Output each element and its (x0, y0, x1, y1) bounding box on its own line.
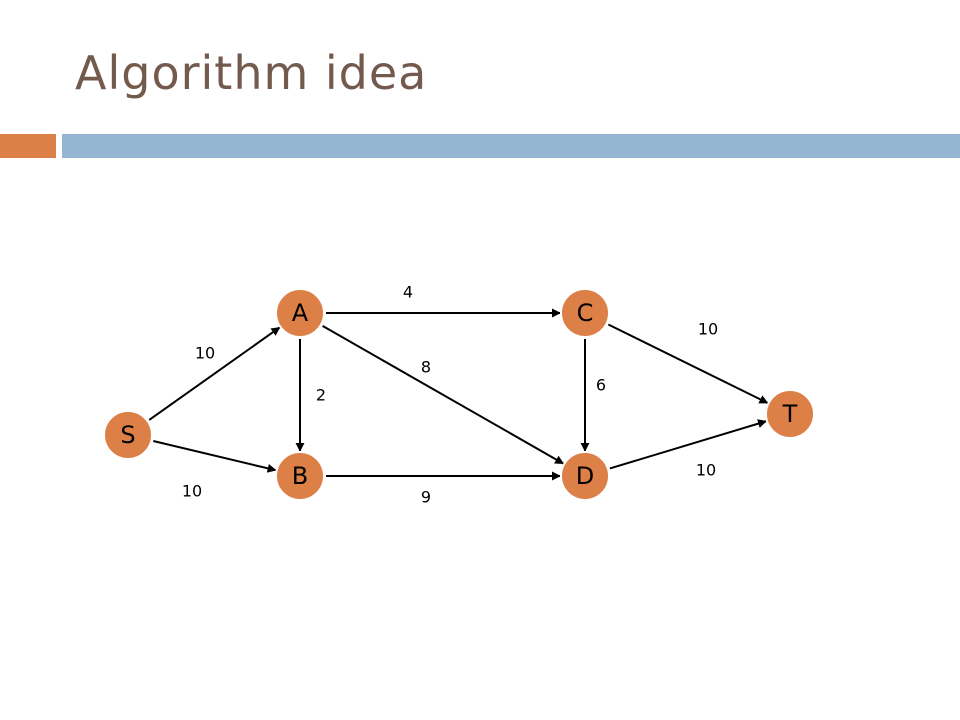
edge-weights-layer: 10 10 2 4 8 9 6 10 10 (182, 283, 718, 507)
node-label: S (120, 421, 135, 449)
edge-weight-a-b: 2 (316, 386, 326, 405)
edge-weight-c-t: 10 (698, 320, 718, 339)
node-label: B (292, 462, 308, 490)
edge-weight-s-b: 10 (182, 482, 202, 501)
edges-layer (148, 308, 769, 481)
node-label: C (577, 299, 594, 327)
node-label: D (576, 462, 594, 490)
accent-bar (0, 134, 56, 158)
edge-weight-d-t: 10 (696, 461, 716, 480)
node-circle (103, 410, 153, 460)
node-label: A (292, 299, 309, 327)
edge-weight-a-d: 8 (421, 358, 431, 377)
title-underline-bar (62, 134, 960, 158)
node-label: T (782, 400, 798, 428)
edge-d-t (609, 419, 767, 470)
edge-weight-b-d: 9 (421, 488, 431, 507)
slide-title: Algorithm idea (75, 46, 428, 100)
node-circle (275, 451, 325, 501)
edge-weight-s-a: 10 (195, 344, 215, 363)
node-t: T (765, 389, 815, 439)
node-circle (765, 389, 815, 439)
node-circle (275, 288, 325, 338)
edge-s-b (153, 440, 277, 473)
node-a: A (275, 288, 325, 338)
edge-c-t (607, 323, 769, 404)
node-b: B (275, 451, 325, 501)
edge-s-a (148, 326, 281, 421)
edge-weight-a-c: 4 (403, 283, 413, 302)
node-circle (560, 451, 610, 501)
node-c: C (560, 288, 610, 338)
node-s: S (103, 410, 153, 460)
edge-weight-c-d: 6 (596, 376, 606, 395)
edge-a-d (322, 325, 565, 465)
node-circle (560, 288, 610, 338)
node-d: D (560, 451, 610, 501)
nodes-layer: S A B C D T (103, 288, 815, 501)
